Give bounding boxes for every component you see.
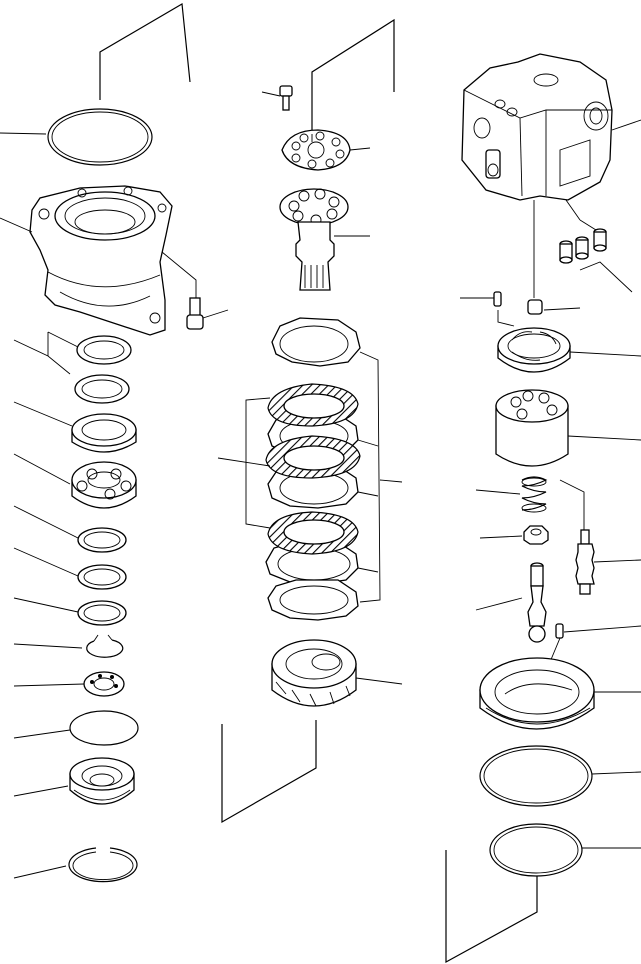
plunger-assembly bbox=[575, 529, 641, 595]
dowel-pin bbox=[549, 623, 641, 663]
friction-plate-stack bbox=[217, 383, 361, 555]
socket-bolt bbox=[161, 251, 229, 330]
retaining-ring bbox=[13, 847, 138, 883]
shim-b bbox=[74, 374, 130, 404]
shim-a bbox=[76, 335, 132, 365]
assembly-bracket-top-center bbox=[311, 18, 395, 134]
swash-plate bbox=[479, 657, 641, 730]
spool-set bbox=[559, 199, 633, 293]
o-ring-lower bbox=[489, 823, 641, 877]
retainer-plate bbox=[281, 129, 371, 171]
drive-shaft bbox=[279, 188, 370, 291]
snap-ring bbox=[13, 634, 124, 658]
piston-rod bbox=[475, 562, 547, 643]
spring bbox=[475, 476, 548, 513]
assembly-bracket-top-left bbox=[99, 3, 191, 100]
washer-c bbox=[13, 597, 127, 626]
o-ring-large bbox=[0, 108, 153, 166]
o-ring-small bbox=[13, 710, 139, 746]
washer-b bbox=[13, 547, 127, 590]
shim-bracket bbox=[13, 339, 71, 375]
bearing bbox=[13, 453, 137, 509]
small-bearing bbox=[13, 671, 125, 697]
o-ring-upper bbox=[479, 745, 641, 807]
valve-plate bbox=[497, 327, 641, 373]
valve-body bbox=[461, 53, 641, 201]
nut bbox=[479, 525, 549, 545]
oil-seal bbox=[13, 757, 135, 805]
left-column bbox=[0, 3, 229, 883]
bolt bbox=[261, 85, 293, 111]
right-column bbox=[445, 53, 641, 964]
cylinder-block bbox=[495, 389, 641, 530]
washer-a bbox=[13, 505, 127, 553]
collar bbox=[527, 200, 581, 315]
assembly-bracket-bottom-right bbox=[445, 850, 538, 964]
bearing-race bbox=[13, 401, 137, 453]
taper-roller-bearing bbox=[221, 639, 403, 824]
housing bbox=[0, 185, 173, 336]
center-column bbox=[217, 18, 403, 824]
pin bbox=[460, 291, 515, 327]
